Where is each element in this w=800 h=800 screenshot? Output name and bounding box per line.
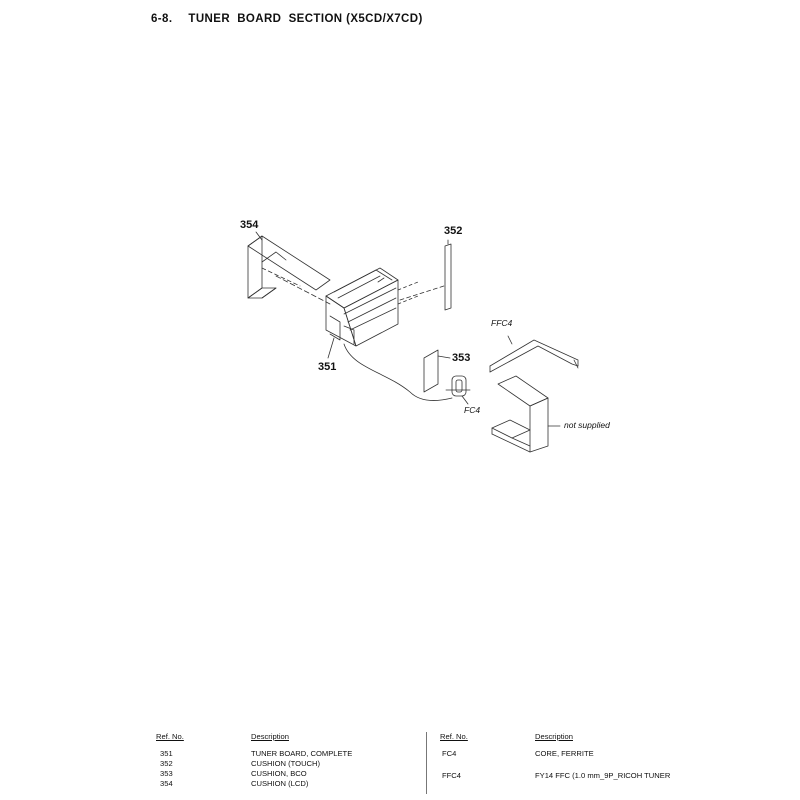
part-ref: FFC4: [442, 771, 461, 780]
leader-351: [327, 337, 335, 359]
part-ref: 353: [160, 769, 173, 778]
label-ffc4: FFC4: [491, 318, 513, 328]
part-ref: 352: [160, 759, 173, 768]
part-desc: CUSHION (LCD): [251, 779, 309, 788]
callout-352: 352: [444, 225, 463, 237]
leader-354: [255, 231, 263, 241]
leader-fc4: [461, 395, 469, 405]
part-desc: CUSHION (TOUCH): [251, 759, 321, 768]
callout-354: 354: [240, 219, 259, 231]
part-ffc4-flat-cable: [489, 339, 579, 373]
cable-path: [343, 343, 453, 401]
leader-353: [437, 355, 451, 359]
part-ref: 354: [160, 779, 173, 788]
header-description-left: Description: [251, 732, 289, 741]
part-desc: CUSHION, BCO: [251, 769, 307, 778]
explode-line-354: [275, 275, 331, 305]
part-352-cushion-touch: [444, 239, 452, 311]
part-ref: FC4: [442, 749, 457, 758]
part-desc: FY14 FFC (1.0 mm_9P_RICOH TUNER: [535, 771, 671, 780]
explode-line-352: [399, 285, 445, 301]
part-351-tuner-board: [325, 267, 419, 347]
section-title: 6-8. TUNER BOARD SECTION (X5CD/X7CD): [151, 13, 423, 25]
section-title-text: TUNER BOARD SECTION (X5CD/X7CD): [188, 13, 423, 25]
part-354-cushion-lcd: [247, 235, 331, 299]
leader-ffc4: [507, 335, 513, 345]
callout-351: 351: [318, 361, 337, 373]
header-ref-no-right: Ref. No.: [440, 732, 468, 741]
callout-353: 353: [452, 352, 471, 364]
part-fc4-ferrite-core: [445, 375, 471, 397]
label-fc4: FC4: [464, 405, 481, 415]
part-desc: CORE, FERRITE: [535, 749, 594, 758]
header-description-right: Description: [535, 732, 573, 741]
parts-list: Ref. No. Description Ref. No. Descriptio…: [0, 732, 800, 800]
section-number: 6-8.: [151, 13, 173, 25]
column-divider: [426, 732, 427, 794]
label-not-supplied: not supplied: [564, 420, 610, 430]
header-ref-no-left: Ref. No.: [156, 732, 184, 741]
part-desc: TUNER BOARD, COMPLETE: [251, 749, 353, 758]
part-not-supplied: [491, 375, 549, 453]
part-ref: 351: [160, 749, 173, 758]
part-353-cushion-bco: [423, 349, 439, 393]
